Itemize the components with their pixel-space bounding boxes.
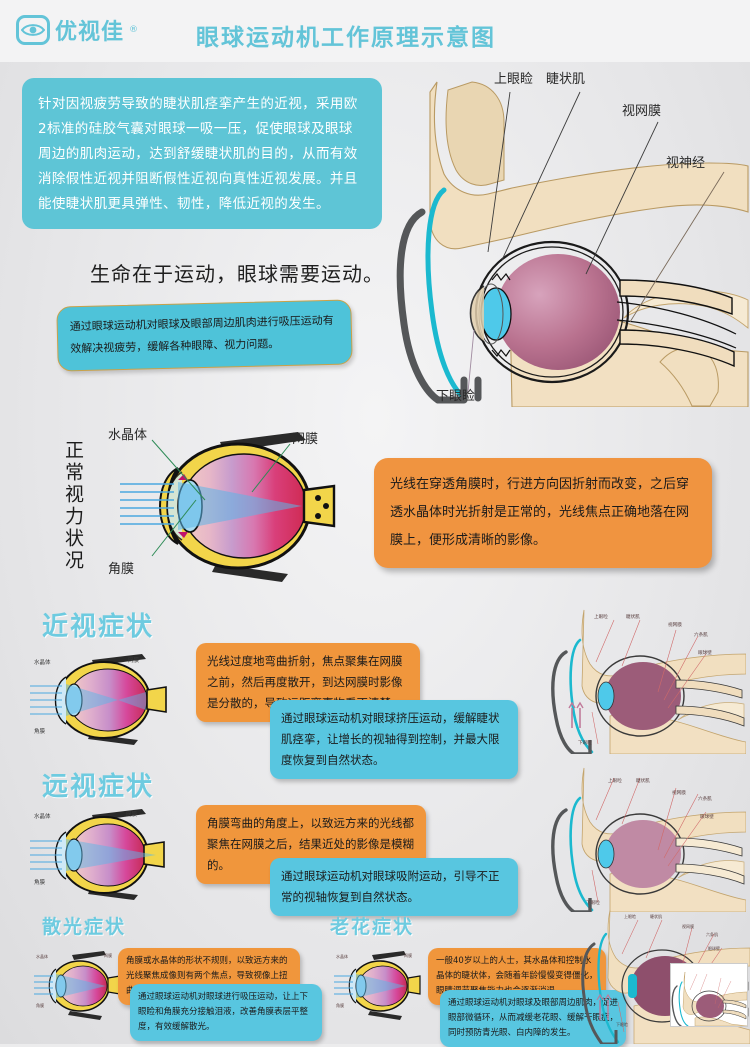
brand-name: 优视佳 xyxy=(55,20,125,45)
label-lower-eyelid-presbyopia: 下眼睑 xyxy=(616,1022,628,1027)
label-eye-axis-myopia: 眼球壁 xyxy=(698,651,712,656)
label-cornea-astigmatism: 角膜 xyxy=(36,1003,44,1008)
callout-device-benefit: 通过眼球运动机对眼球及眼部周边肌肉进行吸压运动有效解决视疲劳，缓解各种眼障、视力… xyxy=(56,299,353,372)
label-lens-normal: 水晶体 xyxy=(108,428,148,443)
astigmatism-eye-diagram xyxy=(34,948,126,1020)
hyperopia-eye-diagram xyxy=(30,805,180,900)
label-ciliary-hyperopia: 睫状肌 xyxy=(636,779,650,784)
normal-vision-vertical-label: 正常视力状况 xyxy=(62,440,84,572)
anatomy-inset-thumbnail xyxy=(670,963,748,1027)
head-anatomy-diagram xyxy=(392,62,750,407)
normal-vision-callout: 光线在穿透角膜时，行进方向因折射而改变，之后穿透水晶体时光折射是正常的，光线焦点… xyxy=(374,458,712,568)
label-retina-presbyopia: 网膜 xyxy=(404,953,412,958)
eye-icon xyxy=(16,15,50,45)
label-upper-eyelid-presbyopia: 上眼睑 xyxy=(624,914,636,919)
myopia-callout-teal: 通过眼球运动机对眼球挤压运动，缓解睫状肌痉挛，让增长的视轴得到控制，并最大限度恢… xyxy=(270,700,518,779)
label-cornea-presbyopia: 角膜 xyxy=(336,1003,344,1008)
label-six-muscles-hyperopia: 六条肌 xyxy=(698,797,712,802)
label-retina-normal: 网膜 xyxy=(292,432,319,447)
label-retina-head-myopia: 视网膜 xyxy=(668,623,682,628)
label-lens-myopia: 水晶体 xyxy=(34,660,51,666)
hyperopia-head-anatomy xyxy=(548,762,746,912)
brand-logo: 优视佳 ® xyxy=(16,14,138,46)
label-ciliary-myopia: 睫状肌 xyxy=(626,615,640,620)
label-retina-hyperopia: 网膜 xyxy=(126,812,138,818)
label-upper-eyelid-myopia: 上眼睑 xyxy=(594,615,608,620)
presbyopia-eye-diagram xyxy=(334,948,426,1020)
label-lens-hyperopia: 水晶体 xyxy=(34,814,51,820)
label-lower-eyelid-myopia: 下眼睑 xyxy=(578,741,592,746)
section-title-myopia: 近视症状 xyxy=(42,612,155,642)
label-cornea-hyperopia: 角膜 xyxy=(34,880,46,886)
label-optic-nerve: 视神经 xyxy=(666,156,706,171)
label-retina-myopia: 网膜 xyxy=(128,658,140,664)
label-six-muscles-myopia: 六条肌 xyxy=(694,633,708,638)
label-lens-presbyopia: 水晶体 xyxy=(336,954,348,959)
section-title-astigmatism: 散光症状 xyxy=(42,916,127,938)
registered-mark: ® xyxy=(129,25,139,35)
label-cornea-normal: 角膜 xyxy=(108,562,135,577)
section-title-hyperopia: 远视症状 xyxy=(42,772,155,802)
intro-paragraph: 针对因视疲劳导致的睫状肌痉挛产生的近视，采用欧2标准的硅胶气囊对眼球一吸一压，促… xyxy=(22,78,382,229)
slogan-text: 生命在于运动，眼球需要运动。 xyxy=(90,262,384,286)
label-upper-eyelid: 上眼睑 xyxy=(494,72,534,87)
label-lens-astigmatism: 水晶体 xyxy=(36,954,48,959)
label-six-muscles-presbyopia: 六条肌 xyxy=(706,932,718,937)
label-retina-head-hyperopia: 视网膜 xyxy=(672,791,686,796)
page-title: 眼球运动机工作原理示意图 xyxy=(196,25,496,51)
label-cornea-myopia: 角膜 xyxy=(34,729,46,735)
label-eye-axis-hyperopia: 眼球壁 xyxy=(700,815,714,820)
hyperopia-callout-teal: 通过眼球运动机对眼球吸附运动，引导不正常的视轴恢复到自然状态。 xyxy=(270,858,518,916)
label-upper-eyelid-hyperopia: 上眼睑 xyxy=(608,779,622,784)
label-ciliary-muscle: 睫状肌 xyxy=(546,72,586,87)
myopia-head-anatomy xyxy=(548,604,746,754)
label-lower-eyelid-hyperopia: 下眼睑 xyxy=(586,901,600,906)
label-lower-eyelid: 下眼睑 xyxy=(436,389,476,404)
normal-vision-eye-diagram xyxy=(120,424,350,584)
label-ciliary-presbyopia: 睫状肌 xyxy=(650,914,662,919)
label-retina-astigmatism: 网膜 xyxy=(104,953,112,958)
label-retina: 视网膜 xyxy=(622,104,662,119)
astigmatism-callout-teal: 通过眼球运动机对眼球进行吸压运动，让上下眼睑和角膜充分接触泪液，改善角膜表层平整… xyxy=(130,984,322,1041)
label-retina-head-presbyopia: 视网膜 xyxy=(682,924,694,929)
myopia-eye-diagram xyxy=(30,650,180,745)
label-eye-axis-presbyopia: 眼球壁 xyxy=(708,946,720,951)
page-header xyxy=(0,0,750,62)
presbyopia-callout-teal: 通过眼球运动机对眼球及眼部周边肌肉，促进眼部微循环，从而减缓老花眼、缓解干眼症，… xyxy=(440,990,626,1047)
section-title-presbyopia: 老花症状 xyxy=(330,916,415,938)
